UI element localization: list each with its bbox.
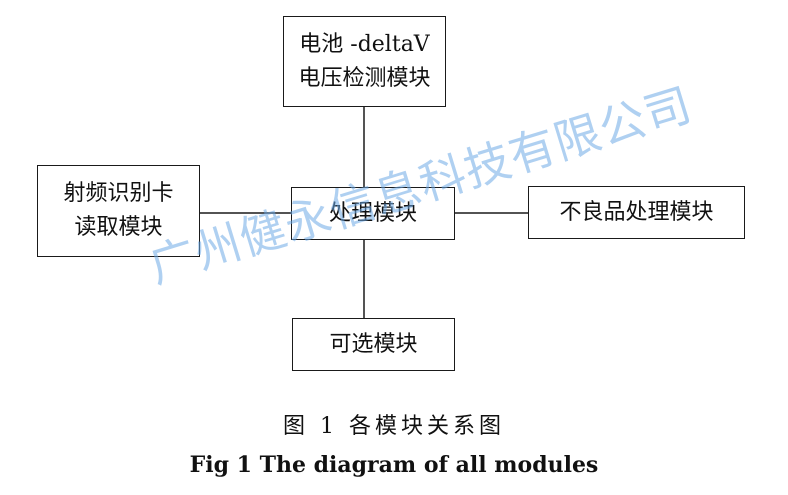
node-process-label: 处理模块 [328,200,417,226]
node-battery-line-2: 电压检测模块 [298,65,431,91]
figure-caption-chinese: 图 1 各模块关系图 [283,414,505,439]
figure-caption-english: Fig 1 The diagram of all modules [189,452,599,478]
node-rfid-reader-module: 射频识别卡 读取模块 [37,165,200,257]
node-optional-module: 可选模块 [292,318,455,371]
node-battery-voltage-module: 电池 -deltaV 电压检测模块 [283,16,446,107]
node-processing-module: 处理模块 [291,187,455,240]
node-rfid-line-1: 射频识别卡 [63,181,174,206]
node-battery-line-1: 电池 -deltaV [299,31,430,57]
node-defect-label: 不良品处理模块 [559,199,714,225]
node-optional-label: 可选模块 [329,331,418,357]
node-rfid-line-2: 读取模块 [74,215,163,240]
node-defect-handling-module: 不良品处理模块 [528,186,745,239]
